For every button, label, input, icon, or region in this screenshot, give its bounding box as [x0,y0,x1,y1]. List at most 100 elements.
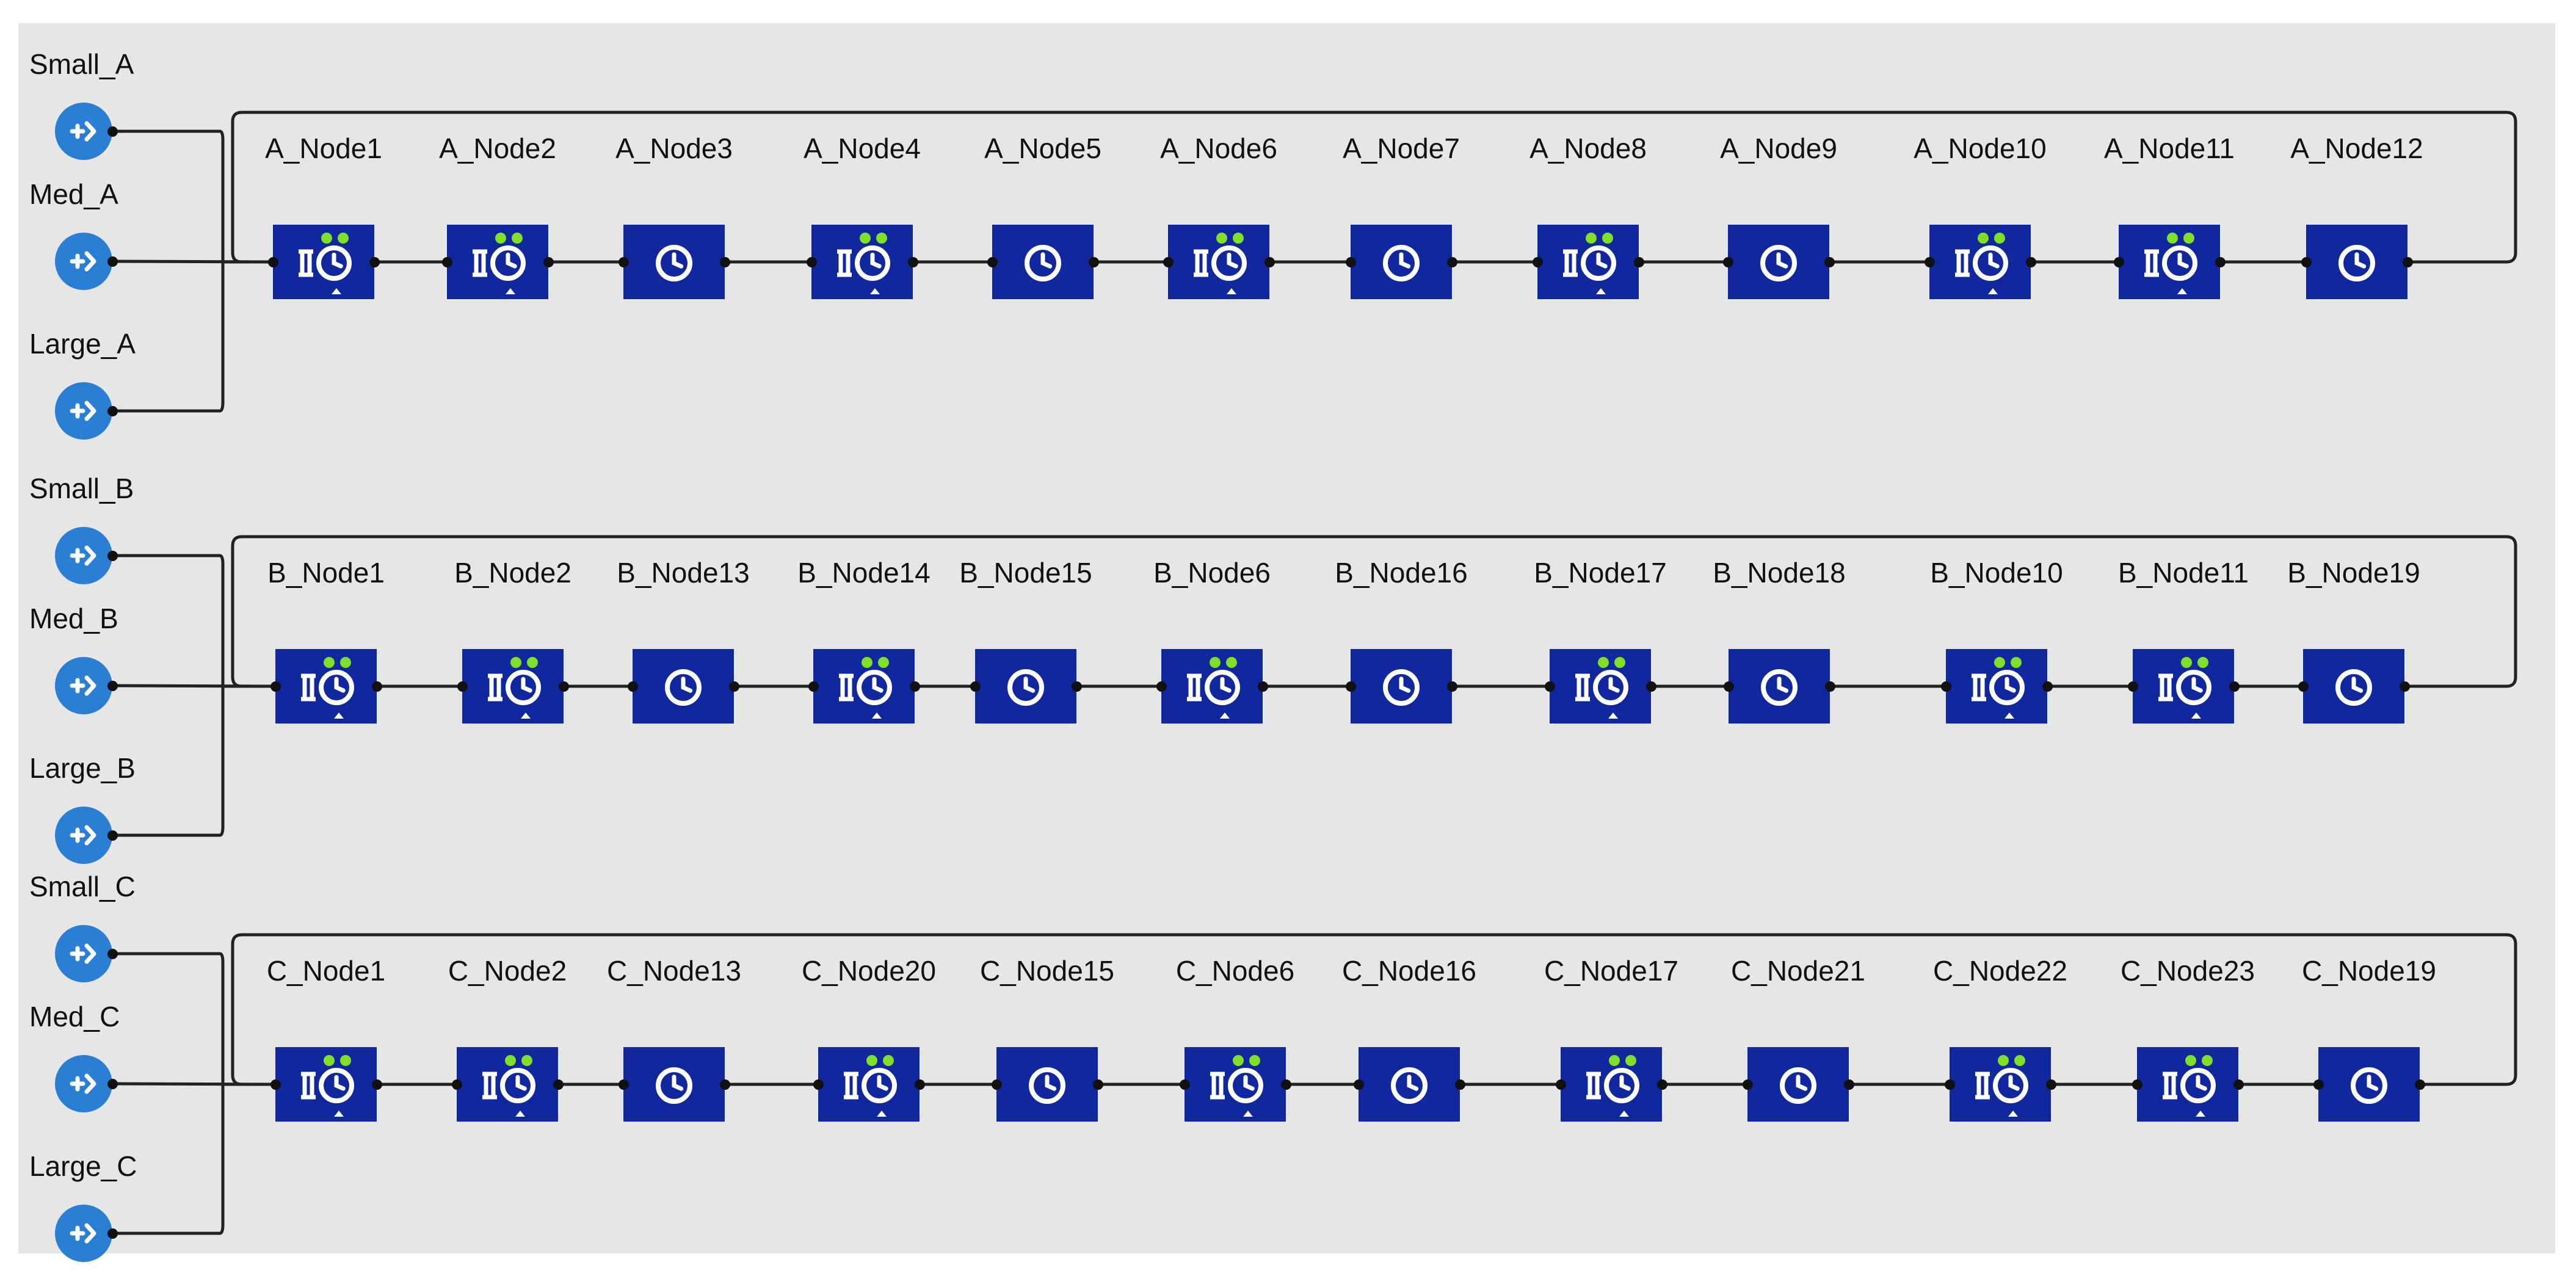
queue-delay-node[interactable] [1161,649,1263,724]
source-node[interactable] [55,233,112,290]
source-node[interactable] [55,807,112,864]
queue-delay-node[interactable] [273,225,374,299]
connection-port[interactable] [2301,257,2312,267]
delay-node[interactable] [1351,225,1452,299]
queue-delay-node[interactable] [1537,225,1639,299]
queue-delay-node[interactable] [1550,649,1651,724]
connection-port[interactable] [1545,681,1555,692]
connection-port[interactable] [970,681,981,692]
delay-node[interactable] [1351,649,1452,724]
connection-port[interactable] [107,1228,118,1239]
connection-port[interactable] [2215,257,2226,267]
connection-port[interactable] [107,256,118,267]
delay-node[interactable] [1747,1047,1849,1122]
source-node[interactable] [55,382,112,440]
queue-delay-node[interactable] [818,1047,920,1122]
source-node[interactable] [55,657,112,714]
connection-port[interactable] [1093,1079,1103,1090]
connection-port[interactable] [1941,681,1951,692]
connection-port[interactable] [1743,1079,1753,1090]
connection-port[interactable] [2026,257,2036,267]
queue-delay-node[interactable] [462,649,564,724]
connection-port[interactable] [807,257,817,267]
queue-delay-node[interactable] [1185,1047,1286,1122]
delay-node[interactable] [1359,1047,1460,1122]
connection-port[interactable] [1264,257,1275,267]
connection-port[interactable] [270,681,281,692]
queue-delay-node[interactable] [275,1047,377,1122]
connection-port[interactable] [107,681,118,691]
connection-port[interactable] [1724,681,1734,692]
connection-port[interactable] [1533,257,1543,267]
connection-port[interactable] [720,257,730,267]
connection-port[interactable] [1281,1079,1291,1090]
delay-node[interactable] [1729,649,1830,724]
source-node[interactable] [55,1205,112,1262]
queue-delay-node[interactable] [1929,225,2031,299]
connection-port[interactable] [1346,257,1356,267]
connection-port[interactable] [107,1079,118,1089]
connection-port[interactable] [372,1079,382,1090]
connection-port[interactable] [1163,257,1174,267]
connection-port[interactable] [619,257,629,267]
queue-delay-node[interactable] [1946,649,2047,724]
connection-port[interactable] [720,1079,730,1090]
connection-port[interactable] [910,681,920,692]
delay-node[interactable] [633,649,734,724]
connection-port[interactable] [452,1079,462,1090]
delay-node[interactable] [2303,649,2404,724]
delay-node[interactable] [2306,225,2407,299]
connection-port[interactable] [1634,257,1644,267]
connection-port[interactable] [543,257,554,267]
connection-port[interactable] [372,681,382,692]
connection-port[interactable] [2114,257,2124,267]
connection-port[interactable] [107,551,118,561]
queue-delay-node[interactable] [1168,225,1269,299]
connection-port[interactable] [1455,1079,1465,1090]
connection-port[interactable] [2400,681,2410,692]
source-node[interactable] [55,1055,112,1112]
source-node[interactable] [55,527,112,584]
connection-port[interactable] [1925,257,1935,267]
connection-port[interactable] [1089,257,1099,267]
connection-port[interactable] [1346,681,1356,692]
connection-port[interactable] [2403,257,2413,267]
connection-port[interactable] [559,681,569,692]
queue-delay-node[interactable] [811,225,913,299]
queue-delay-node[interactable] [813,649,915,724]
connection-port[interactable] [1072,681,1082,692]
connection-port[interactable] [270,1079,281,1090]
queue-delay-node[interactable] [447,225,548,299]
queue-delay-node[interactable] [275,649,377,724]
connection-port[interactable] [1844,1079,1854,1090]
connection-port[interactable] [1825,681,1835,692]
connection-port[interactable] [619,1079,629,1090]
delay-node[interactable] [992,225,1094,299]
queue-delay-node[interactable] [1561,1047,1662,1122]
queue-delay-node[interactable] [2133,649,2234,724]
connection-port[interactable] [553,1079,564,1090]
connection-port[interactable] [1447,257,1457,267]
connection-port[interactable] [915,1079,925,1090]
connection-port[interactable] [457,681,468,692]
delay-node[interactable] [1728,225,1829,299]
connection-port[interactable] [813,1079,824,1090]
connection-port[interactable] [2233,1079,2244,1090]
connection-port[interactable] [2313,1079,2324,1090]
queue-delay-node[interactable] [457,1047,558,1122]
connection-port[interactable] [1556,1079,1566,1090]
connection-port[interactable] [628,681,638,692]
connection-port[interactable] [107,126,118,137]
connection-port[interactable] [1447,681,1457,692]
queue-delay-node[interactable] [2119,225,2220,299]
delay-node[interactable] [623,1047,725,1122]
connection-port[interactable] [729,681,739,692]
connection-port[interactable] [992,1079,1002,1090]
delay-node[interactable] [975,649,1076,724]
connection-port[interactable] [1258,681,1268,692]
connection-port[interactable] [2042,681,2053,692]
connection-port[interactable] [1657,1079,1667,1090]
connection-port[interactable] [2046,1079,2056,1090]
source-node[interactable] [55,925,112,982]
delay-node[interactable] [623,225,725,299]
